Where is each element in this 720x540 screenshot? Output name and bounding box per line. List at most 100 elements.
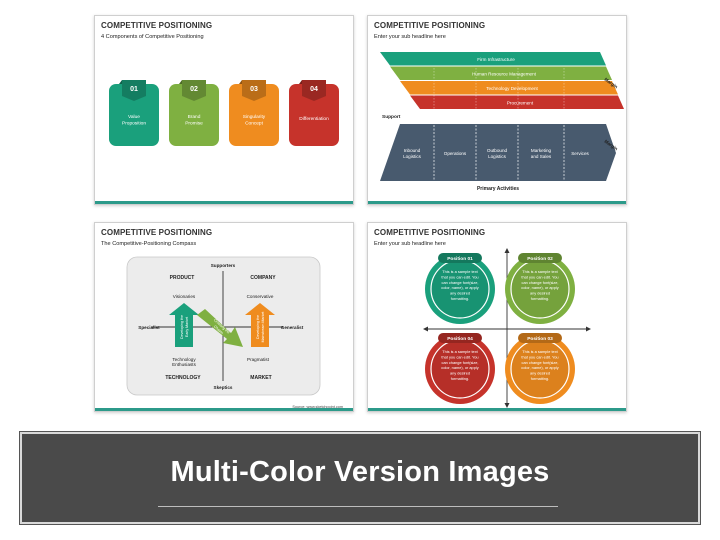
slide-compass[interactable]: COMPETITIVE POSITIONING The Competitive-… bbox=[94, 222, 354, 412]
early-market-arrow-label: Early Market bbox=[185, 317, 189, 337]
number-ribbon bbox=[302, 80, 326, 101]
banner-underline bbox=[158, 506, 558, 507]
early-market-arrow-label: Developing the bbox=[180, 315, 184, 339]
position-body-text: color, name), or apply bbox=[441, 365, 478, 370]
card-label: Singularity bbox=[243, 114, 266, 120]
card-number: 02 bbox=[190, 86, 198, 93]
position-body-text: formatting. bbox=[531, 296, 549, 301]
card-label: Value bbox=[128, 114, 140, 120]
axis-arrowhead bbox=[504, 248, 510, 253]
card-body bbox=[169, 84, 219, 146]
source-note: Source: www.sketchpoint.com bbox=[292, 405, 343, 409]
generalist-label: Generalist bbox=[281, 325, 304, 330]
supporters-label: Supporters bbox=[211, 263, 236, 268]
technology-label: TECHNOLOGY bbox=[165, 375, 201, 381]
support-row bbox=[400, 81, 618, 95]
primary-activity-label: Operations bbox=[444, 151, 467, 156]
banner-title: Multi-Color Version Images bbox=[170, 456, 550, 488]
position-body-text: any desired bbox=[530, 371, 550, 376]
support-row bbox=[380, 52, 606, 66]
crossing-chasm-arrow-label: Chasm bbox=[213, 325, 224, 336]
primary-activity-label: Outbound bbox=[487, 148, 508, 153]
slide-title: COMPETITIVE POSITIONING bbox=[101, 21, 213, 30]
skeptics-label: Skeptics bbox=[214, 385, 233, 390]
slide-value-chain[interactable]: COMPETITIVE POSITIONING Enter your sub h… bbox=[367, 15, 627, 205]
conservative-label: Conservative bbox=[247, 294, 274, 299]
axis-arrowhead bbox=[586, 326, 591, 332]
position-body-text: any desired bbox=[450, 291, 470, 296]
ribbon-fold bbox=[299, 80, 302, 84]
card-number: 01 bbox=[130, 86, 138, 93]
slide-accent-bar bbox=[368, 408, 626, 411]
components-cards: 01ValueProposition02BrandPromise03Singul… bbox=[109, 80, 339, 146]
mainstream-market-arrow-label: Developing the bbox=[256, 315, 260, 339]
card-label: Brand bbox=[188, 114, 201, 120]
slide-components[interactable]: COMPETITIVE POSITIONING 4 Components of … bbox=[94, 15, 354, 205]
position-title-pill bbox=[518, 333, 562, 343]
card-number: 04 bbox=[310, 86, 318, 93]
position-title: Position 04 bbox=[447, 336, 473, 342]
slide-subtitle: 4 Components of Competitive Positioning bbox=[101, 34, 204, 40]
position-title: Position 03 bbox=[527, 336, 553, 342]
card-label: Promise bbox=[185, 121, 203, 127]
slide-accent-bar bbox=[95, 201, 353, 204]
support-row-label: Human Resource Management bbox=[472, 72, 537, 77]
company-label: COMPANY bbox=[250, 275, 276, 281]
slide-title: COMPETITIVE POSITIONING bbox=[374, 21, 486, 30]
position-body-text: that you can edit. You bbox=[521, 274, 558, 279]
position-body-text: can change font(size, bbox=[522, 280, 559, 285]
position-body-text: formatting. bbox=[451, 296, 469, 301]
position-body-text: This is a sample text bbox=[442, 349, 478, 354]
multi-color-banner: Multi-Color Version Images bbox=[20, 432, 700, 524]
number-ribbon bbox=[122, 80, 146, 101]
position-title: Position 01 bbox=[447, 256, 473, 262]
pragmatist-label: Pragmatist bbox=[247, 357, 270, 362]
position-title: Position 02 bbox=[527, 256, 553, 262]
card-body bbox=[109, 84, 159, 146]
support-row-label: Procurement bbox=[507, 101, 534, 106]
ribbon-fold bbox=[239, 80, 242, 84]
slide-title: COMPETITIVE POSITIONING bbox=[374, 228, 486, 237]
slide-positions[interactable]: COMPETITIVE POSITIONING Enter your sub h… bbox=[367, 222, 627, 412]
position-body-text: color, name), or apply bbox=[521, 365, 558, 370]
position-body-text: can change font(size, bbox=[442, 280, 479, 285]
early-market-arrow bbox=[169, 303, 199, 347]
support-row-label: Technology Development bbox=[486, 86, 538, 91]
position-body-text: formatting. bbox=[451, 376, 469, 381]
technology-enthusiasts-label: Technology bbox=[172, 357, 196, 362]
card-label: Concept bbox=[245, 121, 264, 127]
position-body-text: This is a sample text bbox=[522, 269, 558, 274]
primary-activities-label: Primary Activities bbox=[477, 186, 519, 192]
primary-activity-label: Inbound bbox=[404, 148, 421, 153]
position-title-pill bbox=[438, 253, 482, 263]
primary-activity-label: Logistics bbox=[488, 154, 507, 159]
position-body-text: color, name), or apply bbox=[521, 285, 558, 290]
slide-accent-bar bbox=[95, 408, 353, 411]
slide-subtitle: Enter your sub headline here bbox=[374, 241, 446, 247]
crossing-chasm-arrow bbox=[197, 309, 243, 347]
slide-subtitle: Enter your sub headline here bbox=[374, 34, 446, 40]
primary-activities-block bbox=[380, 124, 616, 181]
position-title-pill bbox=[518, 253, 562, 263]
specialist-label: Specialist bbox=[138, 325, 160, 330]
primary-activity-label: Services bbox=[571, 151, 589, 156]
position-body-text: can change font(size, bbox=[522, 360, 559, 365]
position-body-text: can change font(size, bbox=[442, 360, 479, 365]
primary-activity-label: and Sales bbox=[531, 154, 552, 159]
position-body-text: color, name), or apply bbox=[441, 285, 478, 290]
technology-enthusiasts-label: Enthusiasts bbox=[172, 362, 196, 367]
position-body-text: This is a sample text bbox=[442, 269, 478, 274]
number-ribbon bbox=[182, 80, 206, 101]
support-label: Support bbox=[382, 114, 401, 120]
position-title-pill bbox=[438, 333, 482, 343]
ribbon-fold bbox=[119, 80, 122, 84]
card-body bbox=[289, 84, 339, 146]
mainstream-market-arrow-label: Mainstream Market bbox=[261, 312, 265, 343]
